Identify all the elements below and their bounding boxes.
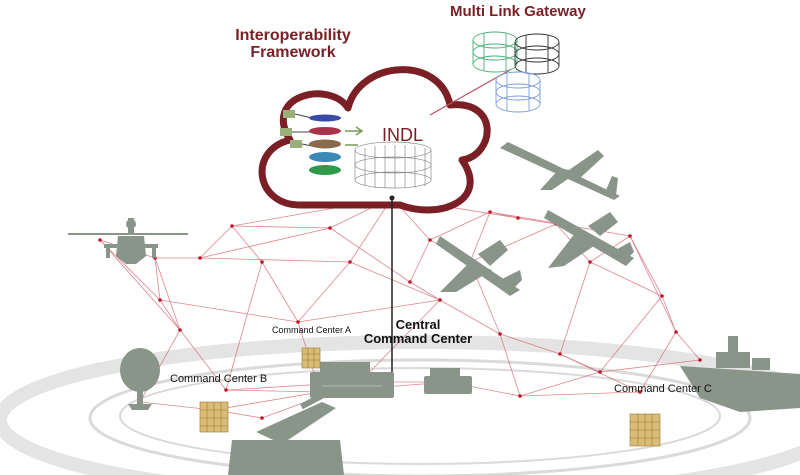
network-link (329, 227, 411, 283)
layer-stack-icon (280, 110, 364, 175)
network-node (438, 298, 442, 302)
warship-icon (680, 336, 800, 412)
network-link (199, 227, 331, 259)
network-link (179, 329, 227, 391)
network-node (598, 370, 602, 374)
central-line2: Command Center (363, 330, 473, 346)
framework-title: Interoperability Framework (233, 27, 353, 62)
network-node (158, 298, 162, 302)
network-node (296, 320, 300, 324)
building-grid-icon (629, 413, 661, 447)
network-link (409, 239, 431, 283)
ground-rings (0, 335, 800, 475)
network-link (469, 211, 491, 263)
network-link (429, 211, 491, 241)
network-link (629, 235, 677, 333)
framework-title-line2: Framework (250, 43, 336, 61)
command-vehicle-icon (424, 368, 472, 394)
network-link (629, 235, 663, 297)
data-link-rings-icon (472, 31, 560, 113)
network-link (99, 239, 181, 331)
network-link (675, 331, 701, 361)
network-link (661, 295, 677, 333)
network-link (297, 261, 351, 323)
network-node (260, 260, 264, 264)
network-link (297, 299, 441, 323)
network-node (628, 234, 632, 238)
network-link (439, 299, 501, 335)
network-link (519, 371, 601, 397)
network-node (638, 390, 642, 394)
network-node (516, 216, 520, 220)
network-node (348, 260, 352, 264)
network-link (199, 257, 351, 263)
network-node (498, 332, 502, 336)
network-link (231, 225, 263, 263)
network-link (225, 389, 321, 393)
command-center-a-label: Command Center A (272, 325, 352, 335)
network-link (213, 391, 321, 411)
gateway-title: Multi Link Gateway (450, 3, 586, 20)
mesh-cylinder-icon (354, 141, 432, 189)
framework-title-line1: Interoperability (235, 27, 351, 44)
network-node (198, 256, 202, 260)
network-node (178, 328, 182, 332)
network-node (488, 210, 492, 214)
network-node (408, 280, 412, 284)
command-center-b-label: Command Center B (170, 373, 268, 385)
network-node (260, 416, 264, 420)
central-command-label: Central Command Center (358, 318, 478, 345)
network-link (559, 353, 601, 373)
network-link (599, 295, 663, 373)
network-node (674, 330, 678, 334)
command-center-c-label: Command Center C (614, 383, 712, 395)
network-link (359, 299, 441, 383)
cloud-icon (258, 66, 491, 214)
network-link (517, 217, 557, 225)
network-node (660, 294, 664, 298)
helicopter-icon (68, 218, 188, 264)
building-grid-icon (199, 401, 229, 433)
network-link (409, 281, 441, 301)
network-link (231, 225, 331, 229)
central-line1: Central (395, 317, 441, 332)
network-link (639, 331, 677, 393)
network-node (98, 238, 102, 242)
airliner-icon (500, 142, 620, 200)
satellite-dish-icon (120, 348, 160, 410)
network-link (499, 333, 561, 355)
tank-icon (228, 385, 344, 475)
network-link (499, 333, 521, 397)
network-link (589, 261, 663, 297)
fighter-jet-icon (544, 210, 634, 268)
fighter-jet-icon (436, 236, 522, 296)
central-node (389, 195, 395, 201)
building-grid-icon (301, 347, 321, 369)
network-node (224, 388, 228, 392)
network-link (154, 257, 181, 331)
network-link (199, 225, 233, 259)
network-link (599, 359, 701, 373)
network-node (558, 352, 562, 356)
command-vehicle-icon (310, 362, 394, 398)
network-node (698, 358, 702, 362)
network-link (559, 261, 591, 355)
network-link (225, 261, 263, 391)
network-node (230, 224, 234, 228)
network-link (349, 197, 393, 263)
network-link (159, 299, 181, 331)
network-link (261, 261, 299, 323)
network-node (428, 238, 432, 242)
network-link (154, 257, 161, 301)
network-link (349, 261, 441, 301)
network-link (159, 299, 299, 323)
network-link (519, 391, 641, 397)
network-node (518, 394, 522, 398)
network-node (328, 226, 332, 230)
network-node (588, 260, 592, 264)
indl-label: INDL (382, 125, 424, 145)
